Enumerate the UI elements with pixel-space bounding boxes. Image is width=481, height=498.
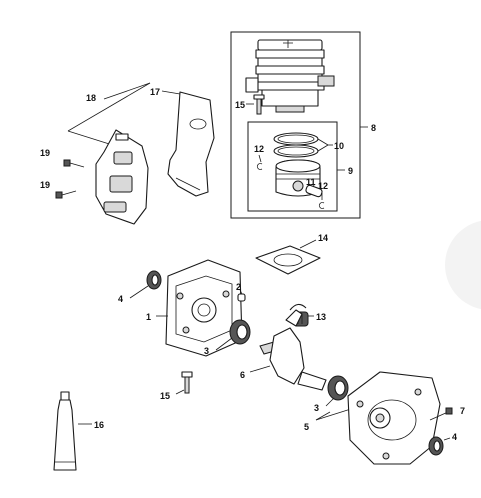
callout-8: 8	[371, 123, 376, 133]
callout-3-right: 3	[314, 403, 319, 413]
piston-pin	[305, 184, 323, 198]
crankcase-half-right	[347, 371, 441, 465]
sealant-tube	[53, 391, 77, 471]
callout-16: 16	[94, 420, 104, 430]
piston-rings	[273, 132, 319, 158]
crankshaft	[259, 303, 327, 391]
callout-17: 17	[150, 87, 160, 97]
callout-12-right: 12	[318, 181, 328, 191]
callout-13: 13	[316, 312, 326, 322]
muffler	[95, 129, 149, 225]
watermark-logo	[445, 220, 481, 310]
dowel-pin	[237, 293, 246, 302]
crankcase-screw	[429, 407, 453, 421]
crankcase-half-left	[165, 259, 243, 357]
callout-18: 18	[86, 93, 96, 103]
ball-bearing-left	[229, 319, 251, 345]
callout-6: 6	[240, 370, 245, 380]
crankcase-bolt	[181, 371, 193, 394]
cylinder-gasket	[255, 245, 321, 275]
piston-assembly-frame	[247, 121, 338, 212]
callout-19-lower: 19	[40, 180, 50, 190]
callout-14: 14	[318, 233, 328, 243]
oil-seal-left	[146, 270, 162, 290]
muffler-screw-lower	[55, 190, 77, 199]
callout-4-right: 4	[452, 432, 457, 442]
callout-1: 1	[146, 312, 151, 322]
cylinder-assembly-frame	[230, 31, 361, 219]
oil-seal-right	[428, 436, 444, 456]
callout-19-upper: 19	[40, 148, 50, 158]
ball-bearing-right	[327, 375, 349, 401]
callout-9: 9	[348, 166, 353, 176]
cylinder	[245, 39, 335, 113]
callout-15-upper: 15	[235, 100, 245, 110]
callout-2: 2	[236, 282, 241, 292]
circlip-right	[319, 202, 325, 209]
callout-10: 10	[334, 141, 344, 151]
callout-15-lower: 15	[160, 391, 170, 401]
callout-5: 5	[304, 422, 309, 432]
callout-11: 11	[306, 177, 316, 187]
callout-12-left: 12	[254, 144, 264, 154]
cylinder-screw	[253, 94, 265, 115]
callout-4-left: 4	[118, 294, 123, 304]
circlip-left	[257, 163, 263, 170]
callout-3-left: 3	[204, 346, 209, 356]
muffler-heat-shield	[167, 91, 215, 197]
muffler-screw-upper	[63, 159, 85, 168]
callout-7: 7	[460, 406, 465, 416]
